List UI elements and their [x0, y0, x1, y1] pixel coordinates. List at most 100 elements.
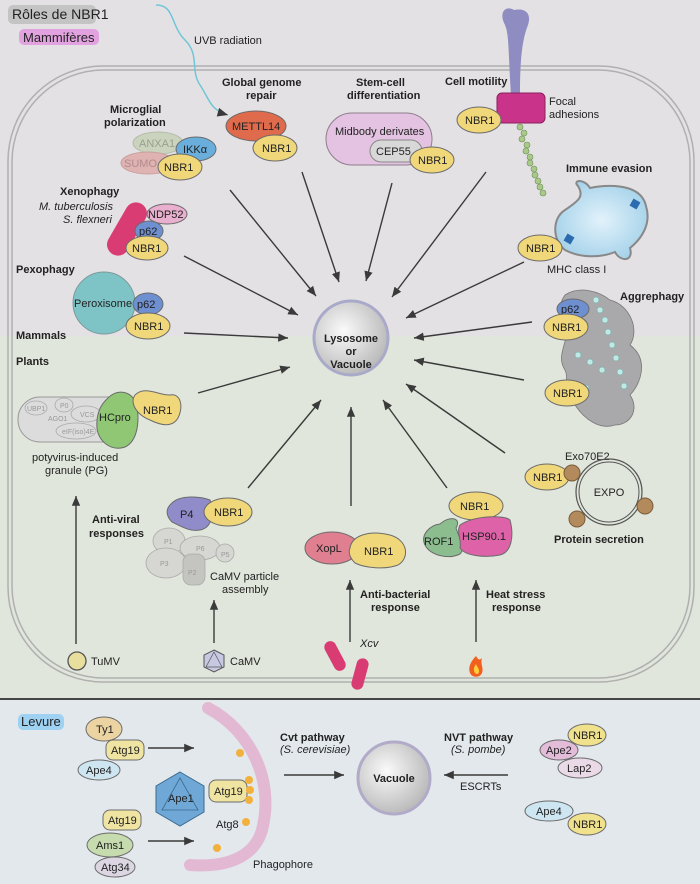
- vcs-label: VCS: [80, 412, 95, 419]
- lysosome-vacuole: [312, 299, 390, 377]
- phagophore-label: Phagophore: [253, 859, 313, 871]
- anti-bacterial-heading-2: response: [371, 602, 420, 614]
- heat-flame-icon: [469, 656, 483, 677]
- nbr1-protein: [567, 723, 607, 747]
- heat-stress-heading-2: response: [492, 602, 541, 614]
- p62-label: p62: [137, 299, 155, 311]
- atg19-label: Atg19: [108, 815, 137, 827]
- atg34-protein: [94, 856, 136, 878]
- nbr1-protein: [567, 812, 607, 836]
- ty1-label: Ty1: [96, 724, 114, 736]
- rof1-label: ROF1: [424, 536, 453, 548]
- plants-region-label: Plants: [16, 356, 49, 368]
- nvt-pathway-heading: NVT pathway: [444, 732, 514, 744]
- nbr1-protein: [125, 312, 171, 340]
- lysosome-label: Lysosome: [324, 333, 378, 345]
- p2-label: P2: [188, 570, 197, 577]
- nbr1-label: NBR1: [214, 507, 243, 519]
- ape2-protein: [539, 739, 579, 761]
- atg19-label: Atg19: [111, 745, 140, 757]
- integrin-extracellular: [502, 8, 530, 96]
- title-badge: [8, 5, 96, 24]
- phagophore: [184, 702, 272, 872]
- hsp901-protein: [458, 516, 513, 557]
- nbr1-label: NBR1: [552, 322, 581, 334]
- expo-label: EXPO: [594, 487, 625, 499]
- camv-components: [145, 527, 235, 586]
- rof1-protein: [423, 518, 463, 558]
- nvt-species-label: (S. pombe): [451, 744, 506, 756]
- page-title: Rôles de NBR1: [12, 6, 109, 22]
- mhc-class-i: [563, 233, 575, 245]
- p1-label: P1: [164, 539, 173, 546]
- cell-membrane-inner: [11, 69, 691, 679]
- nbr1-label: NBR1: [573, 819, 602, 831]
- nbr1-label: NBR1: [573, 730, 602, 742]
- ams1-label: Ams1: [96, 840, 124, 852]
- expo-compartment-inner: [578, 461, 640, 523]
- aggrephagy-heading: Aggrephagy: [620, 291, 685, 303]
- endosome-compartment: [554, 180, 649, 260]
- anti-bacterial-heading-1: Anti-bacterial: [360, 589, 430, 601]
- p4-label: P4: [180, 509, 193, 521]
- cvt-pathway-heading: Cvt pathway: [280, 732, 346, 744]
- ndp52-label: NDP52: [148, 209, 183, 221]
- aggregate-chain: [574, 296, 628, 392]
- ndp52-protein: [146, 203, 188, 225]
- eif-label: eIF(iso)4E: [62, 429, 95, 436]
- ubp1-label: UBP1: [27, 406, 45, 413]
- exo70e2-protein: [636, 497, 654, 515]
- vacuole-label: Vacuole: [373, 773, 415, 785]
- pexophagy-heading: Pexophagy: [16, 264, 76, 276]
- hcpro-protein: [96, 391, 139, 449]
- ape2-label: Ape2: [546, 745, 572, 757]
- heat-stress-heading-1: Heat stress: [486, 589, 545, 601]
- actin-filament: [516, 123, 547, 197]
- sumo-label: SUMO: [124, 158, 157, 170]
- p3-label: P3: [160, 561, 169, 568]
- p0-label: P0: [60, 403, 69, 410]
- nbr1-label: NBR1: [262, 143, 291, 155]
- nbr1-protein: [203, 497, 253, 527]
- p4-protein: [166, 496, 213, 531]
- stem-cell-heading-2: differentiation: [347, 90, 421, 102]
- p6-label: P6: [196, 546, 205, 553]
- nbr1-label: NBR1: [143, 405, 172, 417]
- global-genome-heading-2: repair: [246, 90, 277, 102]
- yeast-section-label: Levure: [21, 714, 61, 729]
- nbr1-protein: [157, 153, 203, 181]
- p62-label: p62: [561, 304, 579, 316]
- xcv-bacterium-icon: [351, 658, 369, 690]
- anti-viral-heading-2: responses: [89, 528, 144, 540]
- cell-motility-heading: Cell motility: [445, 76, 508, 88]
- mhc-class-i: [629, 198, 641, 210]
- global-genome-heading-1: Global genome: [222, 77, 301, 89]
- cep55-label: CEP55: [376, 146, 411, 158]
- uvb-label: UVB radiation: [194, 35, 262, 47]
- exo70e2-protein: [568, 510, 586, 528]
- camv-assembly-label-1: CaMV particle: [210, 571, 279, 583]
- p62-label: p62: [139, 226, 157, 238]
- immune-evasion-heading: Immune evasion: [566, 163, 652, 175]
- nbr1-protein: [544, 379, 590, 407]
- yeast-vacuole: [356, 740, 432, 816]
- ape1-dodecamer: [155, 771, 205, 827]
- mhc-label: MHC class I: [547, 264, 606, 276]
- ikka-label: IKKα: [183, 144, 208, 156]
- nbr1-protein: [132, 390, 182, 426]
- bacterium: [106, 202, 147, 256]
- pathogen-label-2: S. flexneri: [63, 214, 112, 226]
- focal-adhesion-protein: [496, 92, 546, 124]
- nbr1-label: NBR1: [164, 162, 193, 174]
- midbody-label: Midbody derivates: [335, 126, 425, 138]
- tumv-virus-icon: [67, 651, 87, 671]
- camv-assembly-label-2: assembly: [222, 584, 269, 596]
- focal-label-2: adhesions: [549, 109, 600, 121]
- atg19-protein: [102, 809, 142, 831]
- potyvirus-label-2: granule (PG): [45, 465, 108, 477]
- focal-label-1: Focal: [549, 96, 576, 108]
- nbr1-label: NBR1: [533, 472, 562, 484]
- ape1-label: Ape1: [168, 793, 194, 805]
- nbr1-label: NBR1: [526, 243, 555, 255]
